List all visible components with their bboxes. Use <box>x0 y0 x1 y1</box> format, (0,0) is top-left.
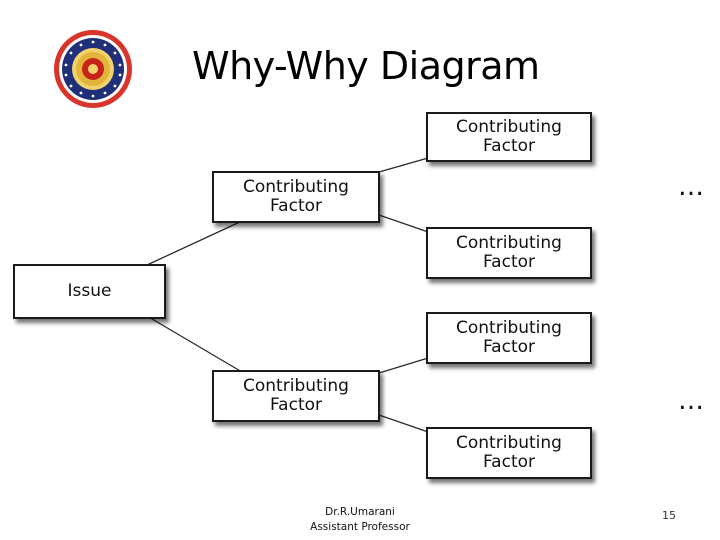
connector-line <box>378 157 429 173</box>
contributing-factor-box-level2: Contributing Factor <box>426 427 592 479</box>
connector-line <box>146 315 243 373</box>
why-why-diagram: Issue Contributing Factor Contributing F… <box>10 110 710 482</box>
slide-title: Why-Why Diagram <box>192 44 540 88</box>
continuation-ellipsis: … <box>678 172 705 202</box>
institute-logo-icon <box>52 28 134 110</box>
contributing-factor-box-level2: Contributing Factor <box>426 112 592 162</box>
issue-label: Issue <box>67 281 112 301</box>
connector-lines <box>146 157 435 435</box>
author-name: Dr.R.Umarani <box>325 506 395 518</box>
connector-line <box>378 414 435 435</box>
continuation-ellipsis: … <box>678 386 705 416</box>
author-role: Assistant Professor <box>310 521 410 533</box>
factor-label: Contributing Factor <box>243 177 349 216</box>
contributing-factor-box-level2: Contributing Factor <box>426 227 592 279</box>
contributing-factor-box-level1: Contributing Factor <box>212 171 380 223</box>
factor-label: Contributing Factor <box>456 117 562 156</box>
page-number: 15 <box>662 509 676 522</box>
factor-label: Contributing Factor <box>456 318 562 357</box>
contributing-factor-box-level1: Contributing Factor <box>212 370 380 422</box>
factor-label: Contributing Factor <box>456 433 562 472</box>
connector-line <box>378 214 435 235</box>
contributing-factor-box-level2: Contributing Factor <box>426 312 592 364</box>
slide-footer: Dr.R.Umarani Assistant Professor <box>290 505 430 535</box>
factor-label: Contributing Factor <box>456 233 562 272</box>
connector-line <box>146 220 243 266</box>
connector-line <box>378 357 429 374</box>
factor-label: Contributing Factor <box>243 376 349 415</box>
issue-box: Issue <box>13 264 166 319</box>
